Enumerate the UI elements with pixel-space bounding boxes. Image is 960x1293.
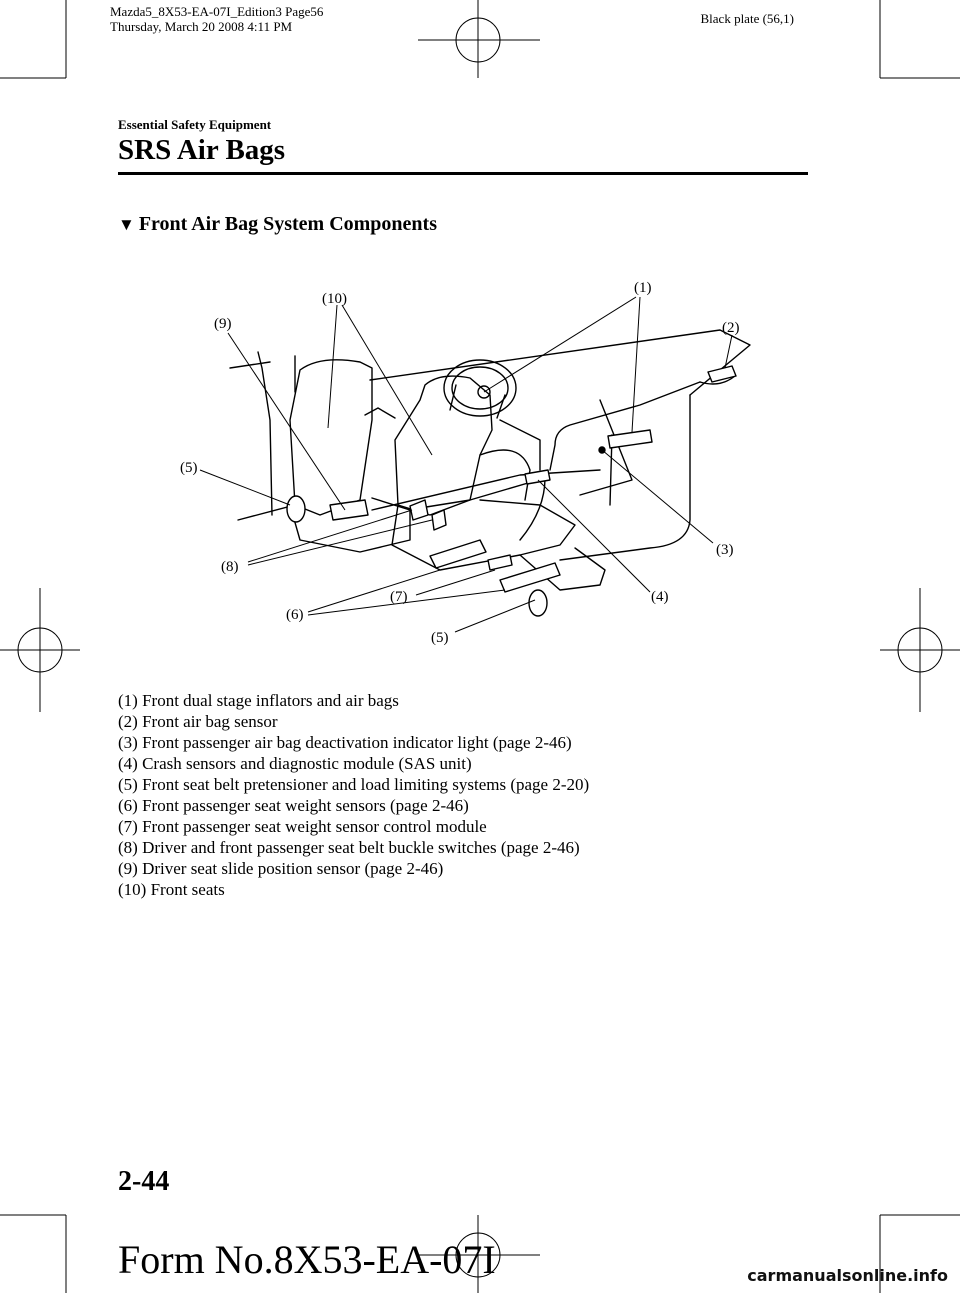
driver-seat-back: [289, 359, 373, 516]
callout-8: (8): [221, 559, 239, 575]
dashboard-right: [559, 394, 691, 561]
front-airbag-sensor-box: [707, 365, 737, 383]
harness-seat-left: [419, 477, 546, 509]
body-roof-edge: [229, 361, 271, 369]
legend-item: (9) Driver seat slide position sensor (p…: [118, 859, 444, 878]
weight-sensor-control-module: [487, 554, 513, 571]
buckle-switch-driver: [409, 499, 429, 521]
print-info-file: Mazda5_8X53-EA-07I_Edition3 Page56: [110, 4, 324, 19]
harness-sensor-lead: [699, 375, 736, 385]
passenger-seat-back: [394, 375, 493, 516]
legend-item: (8) Driver and front passenger seat belt…: [118, 838, 580, 857]
print-info-date: Thursday, March 20 2008 4:11 PM: [110, 19, 293, 34]
callout-5-driver: (5): [180, 460, 198, 476]
legend-item: (1) Front dual stage inflators and air b…: [118, 691, 399, 710]
passenger-seat-side: [479, 449, 531, 501]
body-pillar-left: [257, 351, 273, 516]
form-number: Form No.8X53-EA-07I: [118, 1237, 496, 1282]
steering-hub: [477, 385, 491, 399]
callout-10: (10): [322, 291, 347, 307]
driver-seat-side: [364, 407, 396, 419]
legend-item: (2) Front air bag sensor: [118, 712, 278, 731]
steering-wheel: [443, 359, 517, 417]
page-number: 2-44: [118, 1166, 170, 1197]
legend-item: (5) Front seat belt pretensioner and loa…: [118, 775, 590, 794]
plate-label: Black plate (56,1): [700, 11, 795, 26]
legend-item: (7) Front passenger seat weight sensor c…: [118, 817, 487, 836]
subheading-text: Front Air Bag System Components: [138, 213, 437, 235]
legend-item: (10) Front seats: [118, 880, 225, 899]
callout-9: (9): [214, 316, 232, 332]
legend-item: (3) Front passenger air bag deactivation…: [118, 733, 572, 752]
slide-sensor-box: [329, 499, 369, 521]
steering-rim-inner: [451, 366, 509, 410]
steering-column: [499, 419, 541, 471]
floor-edge-left: [237, 504, 296, 521]
floor-rail-front: [371, 469, 601, 511]
callout-6: (6): [286, 607, 304, 623]
passenger-seat-cushion: [391, 499, 576, 571]
harness-main: [549, 381, 701, 471]
weight-sensor-box-2: [499, 562, 561, 593]
console-edge: [579, 399, 633, 496]
triangle-marker-icon: ▼: [118, 215, 135, 234]
pretensioner-driver: [286, 495, 306, 523]
page-title: SRS Air Bags: [118, 134, 286, 166]
callout-3: (3): [716, 542, 734, 558]
buckle-switch-passenger: [431, 509, 447, 531]
steering-spokes: [449, 384, 506, 419]
component-legend: (1) Front dual stage inflators and air b…: [118, 690, 589, 900]
callout-5-passenger: (5): [431, 630, 449, 646]
weight-sensor-box-1: [429, 539, 487, 569]
callout-2: (2): [722, 320, 740, 336]
callout-7: (7): [390, 589, 408, 605]
print-info: Mazda5_8X53-EA-07I_Edition3 Page56 Thurs…: [110, 4, 323, 34]
callout-4: (4): [651, 589, 669, 605]
passenger-airbag-module: [607, 429, 653, 449]
section-label: Essential Safety Equipment: [118, 117, 272, 132]
legend-item: (6) Front passenger seat weight sensors …: [118, 796, 469, 815]
site-watermark: carmanualsonline.info: [747, 1266, 948, 1285]
pretensioner-passenger: [528, 589, 548, 617]
callout-1: (1): [634, 280, 652, 296]
sas-unit-box: [524, 469, 551, 485]
title-rule: [118, 172, 808, 175]
subheading: ▼Front Air Bag System Components: [118, 213, 437, 236]
driver-seat-cushion: [289, 497, 411, 553]
leader-lines: [199, 296, 733, 633]
harness-seat-right: [519, 477, 546, 541]
legend-item: (4) Crash sensors and diagnostic module …: [118, 754, 472, 773]
